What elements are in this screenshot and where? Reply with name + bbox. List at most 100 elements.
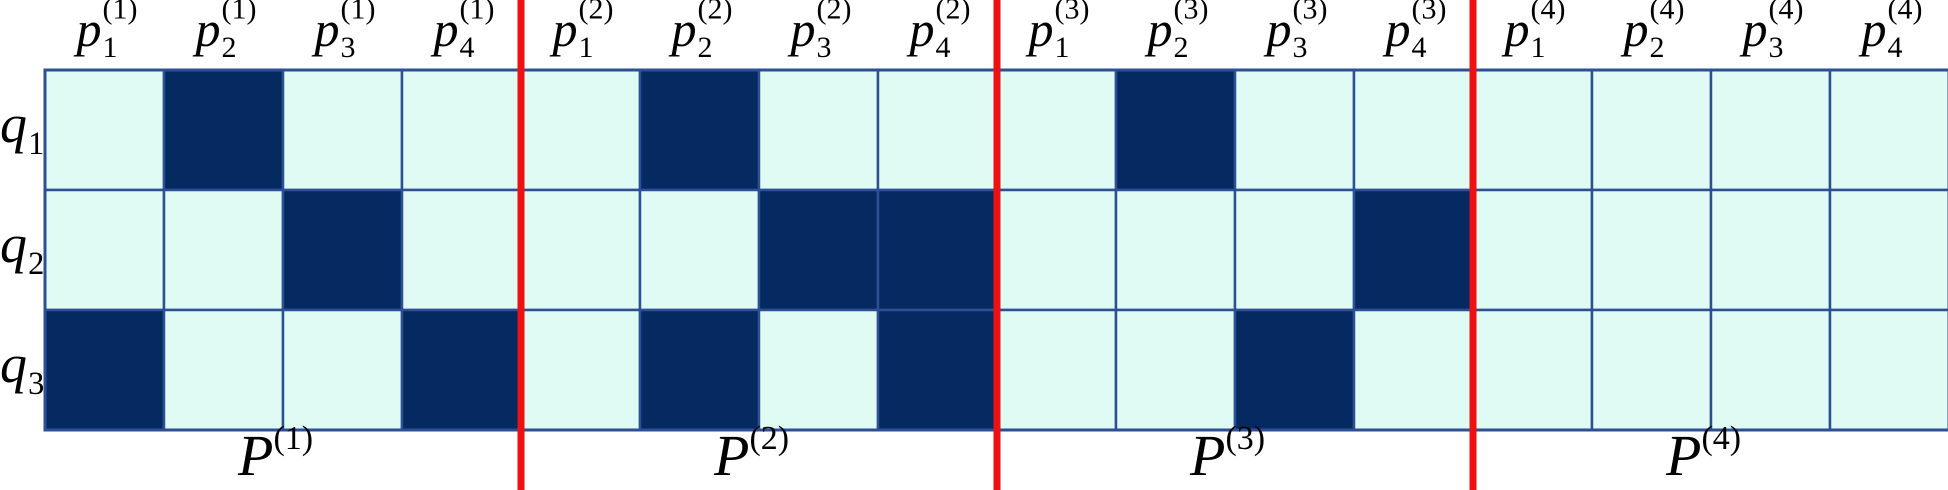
empty-cell — [1471, 308, 1594, 432]
empty-cell — [519, 68, 642, 192]
column-label: p4(1) — [431, 0, 495, 64]
empty-cell — [1709, 308, 1832, 432]
empty-cell — [162, 188, 285, 312]
filled-cell — [43, 308, 166, 432]
column-label-subscript: 3 — [1769, 31, 1784, 64]
group-label-superscript: (3) — [1225, 420, 1265, 457]
column-label: p3(3) — [1264, 0, 1328, 64]
empty-cell — [281, 68, 404, 192]
group-label-base: P — [713, 423, 749, 488]
empty-cell — [995, 188, 1118, 312]
column-label-superscript: (3) — [1055, 0, 1090, 26]
column-label-base: p — [193, 1, 221, 57]
empty-cell — [1828, 308, 1948, 432]
empty-cell — [519, 308, 642, 432]
column-label-subscript: 2 — [1650, 31, 1665, 64]
column-label-base: p — [1264, 1, 1292, 57]
row-label-subscript: 1 — [28, 126, 44, 162]
empty-cell — [1709, 188, 1832, 312]
group-label-base: P — [237, 423, 273, 488]
column-label-subscript: 2 — [1174, 31, 1189, 64]
column-label: p1 (1) — [74, 0, 138, 64]
group-label: P(1) — [237, 420, 313, 488]
column-label: p2(4) — [1621, 0, 1685, 64]
column-label: p2(3) — [1145, 0, 1209, 64]
empty-cell — [1709, 68, 1832, 192]
filled-cell — [638, 68, 761, 192]
column-label-base: p — [1383, 1, 1411, 57]
row-label-base: q — [0, 214, 27, 274]
empty-cell — [995, 68, 1118, 192]
filled-cell — [638, 308, 761, 432]
row-label: q1 — [0, 94, 44, 162]
filled-cell — [281, 188, 404, 312]
empty-cell — [1471, 68, 1594, 192]
column-label-superscript: (2) — [936, 0, 971, 26]
column-label-superscript: (3) — [1412, 0, 1447, 26]
column-label-superscript: (1) — [103, 0, 138, 26]
group-label-base: P — [1189, 423, 1225, 488]
column-label-subscript: 4 — [1412, 31, 1427, 64]
column-label: p2 (1) — [193, 0, 257, 64]
column-label: p4(2) — [907, 0, 971, 64]
column-label-superscript: (1) — [222, 0, 257, 26]
empty-cell — [1233, 188, 1356, 312]
empty-cell — [1590, 188, 1713, 312]
row-label: q2 — [0, 214, 44, 282]
empty-cell — [400, 68, 523, 192]
column-labels: p1(1)p2(1)p3(1)p4(1)p1(2)p2(2)p3(2)p4(2)… — [74, 0, 1923, 64]
filled-cell — [1114, 68, 1237, 192]
filled-cell — [1352, 188, 1475, 312]
column-label-superscript: (2) — [698, 0, 733, 26]
empty-cell — [1471, 188, 1594, 312]
column-label: p2(2) — [669, 0, 733, 64]
row-label: q3 — [0, 334, 44, 402]
empty-cell — [162, 308, 285, 432]
row-label-base: q — [0, 334, 27, 394]
empty-cell — [638, 188, 761, 312]
empty-cell — [995, 308, 1118, 432]
column-label-base: p — [1740, 1, 1768, 57]
group-separators — [517, 0, 1477, 490]
empty-cell — [1828, 68, 1948, 192]
column-label-subscript: 3 — [817, 31, 832, 64]
group-labels: P(1)P(2)P(3)P(4) — [237, 420, 1741, 488]
empty-cell — [1114, 308, 1237, 432]
empty-cell — [757, 68, 880, 192]
row-label-subscript: 3 — [28, 366, 44, 402]
column-label: p3 (4) — [1740, 0, 1804, 64]
filled-cell — [162, 68, 285, 192]
empty-cell — [519, 188, 642, 312]
column-label-base: p — [74, 1, 102, 57]
empty-cell — [1114, 188, 1237, 312]
empty-cell — [400, 188, 523, 312]
column-label-base: p — [907, 1, 935, 57]
column-label-subscript: 1 — [103, 31, 118, 64]
column-label-subscript: 2 — [222, 31, 237, 64]
group-label-superscript: (4) — [1701, 420, 1741, 457]
column-label-base: p — [312, 1, 340, 57]
row-label-base: q — [0, 94, 27, 154]
empty-cell — [281, 308, 404, 432]
empty-cell — [1352, 68, 1475, 192]
column-label-subscript: 1 — [579, 31, 594, 64]
row-label-subscript: 2 — [28, 246, 44, 282]
group-label-base: P — [1665, 423, 1701, 488]
empty-cell — [1352, 308, 1475, 432]
empty-cell — [876, 68, 999, 192]
column-label: p4 (3) — [1383, 0, 1447, 64]
filled-cell — [876, 188, 999, 312]
column-label-subscript: 2 — [698, 31, 713, 64]
column-label-superscript: (2) — [579, 0, 614, 26]
column-label-superscript: (4) — [1769, 0, 1804, 26]
group-label: P(3) — [1189, 420, 1265, 488]
filled-cell — [876, 308, 999, 432]
group-label: P(4) — [1665, 420, 1741, 488]
column-label-subscript: 1 — [1531, 31, 1546, 64]
column-label-subscript: 3 — [1293, 31, 1308, 64]
column-label-subscript: 4 — [1888, 31, 1903, 64]
empty-cell — [1590, 68, 1713, 192]
group-label-superscript: (2) — [749, 420, 789, 457]
